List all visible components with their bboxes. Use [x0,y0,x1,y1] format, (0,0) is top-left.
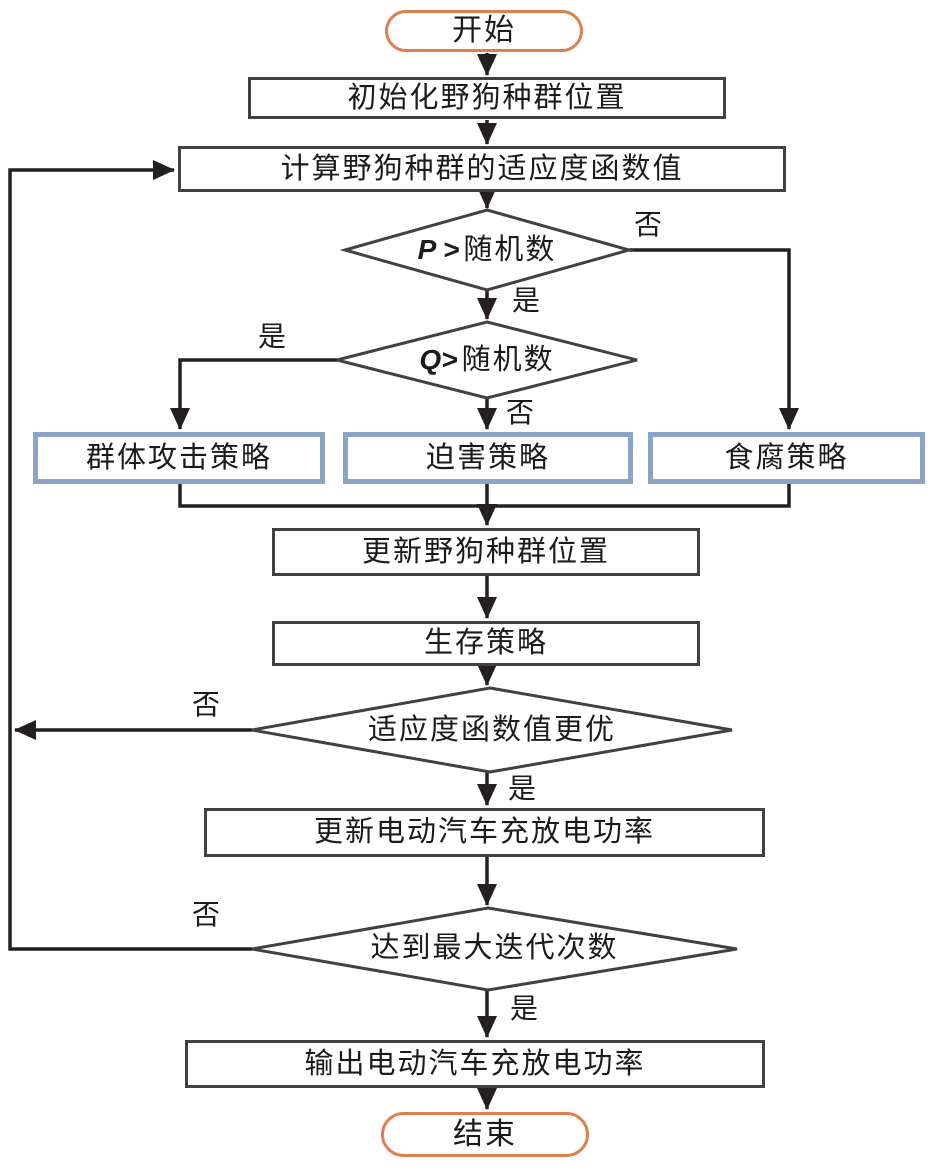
process-persecution-label: 迫害策略 [425,441,550,474]
start-label: 开始 [452,14,516,47]
process-survival-strategy: 生存策略 [272,621,700,666]
edge-label-q-no: 否 [506,398,535,429]
process-output-ev-power: 输出电动汽车充放电功率 [185,1040,765,1088]
edge-max-iter-no-loop [8,160,252,951]
decision-fitness-better-label: 适应度函数值更优 [367,713,616,746]
decision-fitness-better-text: 适应度函数值更优 [262,710,722,750]
start-terminal: 开始 [385,10,583,52]
process-scavenging-strategy: 食腐策略 [648,432,925,484]
decision-max-iterations-shape [251,906,738,992]
decision-q-text: Q> 随机数 [342,340,632,380]
process-survival-label: 生存策略 [423,627,548,659]
end-terminal: 结束 [381,1112,589,1157]
edge-p-no-to-scavenge [629,248,799,430]
edge-label-max-iter-yes: 是 [510,994,539,1025]
process-compute-fitness: 计算野狗种群的适应度函数值 [178,146,786,192]
edge-strategy-merge [178,484,791,508]
process-init-population: 初始化野狗种群位置 [248,77,726,119]
edge-label-p-no: 否 [634,210,663,241]
decision-fitness-better-shape [251,686,733,774]
process-update-population-position: 更新野狗种群位置 [272,528,700,576]
process-update-population-label: 更新野狗种群位置 [361,535,610,568]
process-update-ev-power: 更新电动汽车充放电功率 [204,808,765,857]
decision-max-iterations-text: 达到最大迭代次数 [262,928,727,968]
decision-p-variable: P > [417,234,460,265]
end-label: 结束 [453,1117,517,1151]
process-scavenging-label: 食腐策略 [724,441,849,474]
decision-p-text: P > 随机数 [350,230,624,270]
decision-p-shape [339,208,635,292]
decision-q-variable: Q> [419,344,458,375]
process-update-ev-power-label: 更新电动汽车充放电功率 [313,816,655,848]
edge-q-yes-to-attack [170,358,337,430]
decision-q-rest: 随机数 [461,343,555,376]
process-persecution-strategy: 迫害策略 [343,432,633,484]
decision-max-iterations-label: 达到最大迭代次数 [370,931,619,964]
process-init-population-label: 初始化野狗种群位置 [347,81,627,114]
process-output-ev-power-label: 输出电动汽车充放电功率 [304,1047,646,1080]
edge-label-fitness-better-no: 否 [192,690,221,721]
process-group-attack-label: 群体攻击策略 [85,441,272,474]
process-group-attack-strategy: 群体攻击策略 [33,432,325,484]
edge-label-fitness-better-yes: 是 [508,774,537,805]
edge-label-p-yes: 是 [512,286,541,317]
process-compute-fitness-label: 计算野狗种群的适应度函数值 [280,152,684,185]
edge-label-q-yes: 是 [258,322,287,353]
decision-p-rest: 随机数 [463,233,557,266]
edge-label-max-iter-no: 否 [192,900,221,931]
decision-q-shape [336,320,638,400]
